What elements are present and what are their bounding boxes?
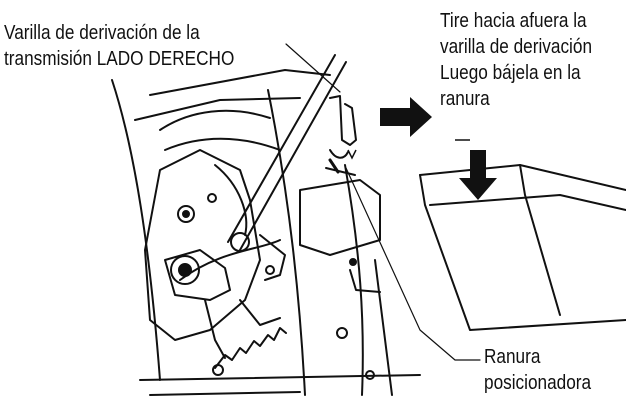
rod-handle [329,95,357,146]
bypass-rod [227,54,336,243]
instruction-line4: ranura [440,88,490,110]
slot-bracket [299,179,381,256]
rod-pivot [230,232,250,252]
slot-label-line2: posicionadora [484,372,592,394]
instruction-line1: Tire hacia afuera la [440,10,587,32]
casing-left-edge [111,79,161,381]
transmission-plate [144,149,261,341]
pull-out-arrow [380,97,432,137]
return-spring [214,327,287,369]
bypass-rod-label-line2: transmisión LADO DERECHO [4,48,235,70]
bypass-rod-label-line1: Varilla de derivación de la [4,22,200,44]
frame-top-edge [149,69,331,96]
plate-bolt-upper [177,205,195,223]
positioning-slot [328,158,340,174]
instruction-label: Tire hacia afuera la varilla de derivaci… [440,8,592,112]
slot-label: Ranura posicionadora [484,344,591,396]
bypass-rod-label: Varilla de derivación de la transmisión … [4,20,234,72]
leader-slot [345,167,481,361]
slot-label-line1: Ranura [484,346,541,368]
push-down-arrow [459,150,497,200]
instruction-line3: Luego bájela en la [440,62,581,84]
pivot-hub [170,255,200,285]
instruction-line2: varilla de derivación [440,36,593,58]
leader-bypass-rod [285,43,341,93]
